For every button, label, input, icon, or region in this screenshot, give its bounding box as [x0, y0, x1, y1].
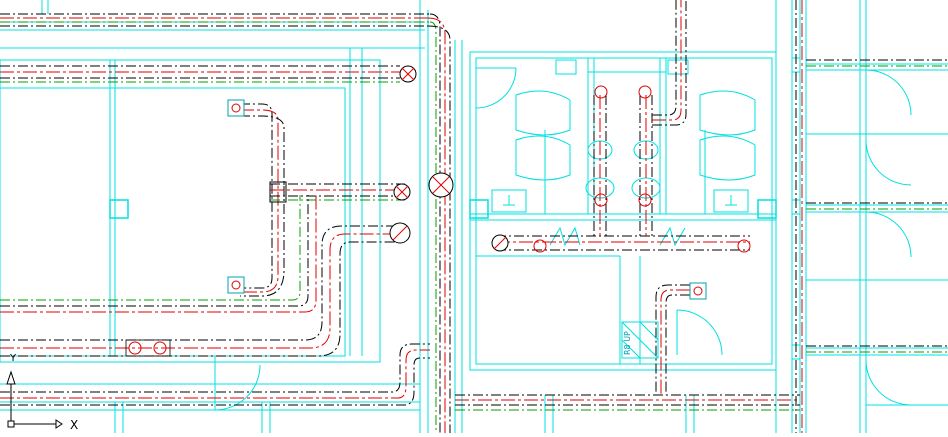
end-cap-x-main[interactable]	[428, 172, 454, 198]
diffuser-square[interactable]	[227, 99, 245, 117]
ucs-y-label: Y	[9, 353, 17, 364]
end-cap-diagonal[interactable]	[389, 222, 411, 244]
duct-restroom-header[interactable]	[496, 0, 750, 395]
duct-bottom-main[interactable]	[0, 343, 800, 411]
diffuser-square[interactable]	[689, 282, 707, 300]
duct-branch-vertical-right[interactable]	[0, 195, 317, 313]
diffuser-square[interactable]	[227, 276, 245, 294]
stair-label: R8 UP	[623, 331, 632, 355]
duct-mid-branch[interactable]	[269, 181, 405, 203]
grille-round[interactable]	[125, 85, 751, 357]
duct-loop-lower[interactable]	[0, 225, 405, 357]
end-cap-x[interactable]	[399, 65, 417, 83]
duct-vertical-main[interactable]	[427, 13, 451, 433]
duct-top-main[interactable]	[0, 13, 430, 27]
ucs-x-label: X	[70, 418, 78, 432]
duct-upper-left-branch[interactable]	[0, 65, 400, 83]
ucs-icon	[6, 370, 63, 429]
end-cap-diagonal[interactable]	[491, 234, 509, 252]
fittings[interactable]	[125, 65, 751, 357]
end-cap-x[interactable]	[393, 183, 411, 201]
duct-branch-vertical-left[interactable]	[240, 103, 285, 297]
duct-right-corridor[interactable]	[795, 0, 948, 433]
